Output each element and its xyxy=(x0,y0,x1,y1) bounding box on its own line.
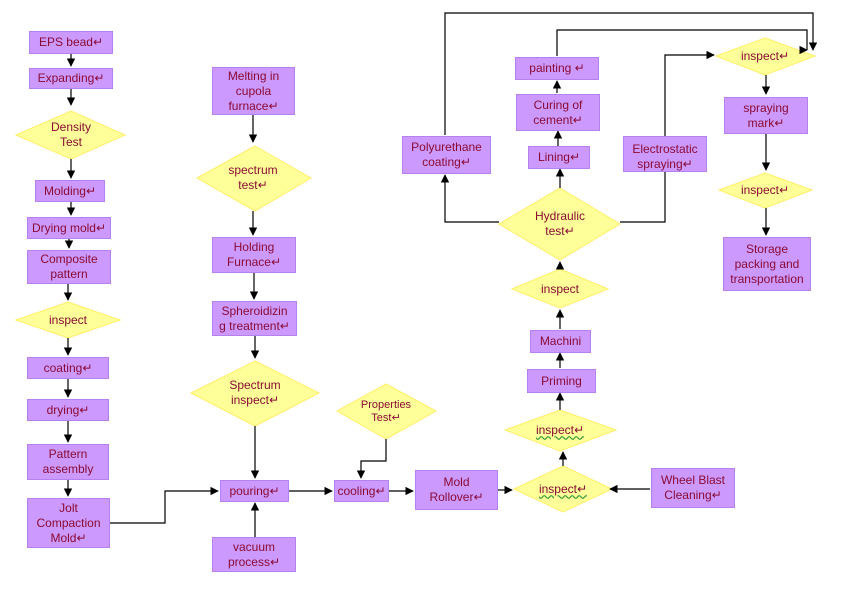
painting-label: painting ↵ xyxy=(529,61,585,75)
drying-label: drying↵ xyxy=(46,402,90,417)
expanding-label: Expanding↵ xyxy=(37,71,105,85)
polyurethane-label: Polyurethane coating↵ xyxy=(411,140,482,169)
coating-box: coating↵ xyxy=(27,357,109,379)
jolt-compaction-box: Jolt Compaction Mold↵ xyxy=(27,498,110,548)
pattern-assembly-box: Pattern assembly xyxy=(27,444,109,480)
holding-furnace-label: Holding Furnace↵ xyxy=(226,240,282,269)
inspect-top-right-label: inspect↵ xyxy=(725,48,805,64)
lining-label: Lining↵ xyxy=(537,150,581,164)
inspect-upper-diamond xyxy=(503,409,618,452)
inspect-bottom-text: inspect↵ xyxy=(538,481,588,496)
inspect-mid-label: inspect xyxy=(520,281,600,297)
priming-box: Priming xyxy=(527,369,596,393)
spectrum-inspect-text: Spectrum inspect↵ xyxy=(229,378,281,407)
composite-pattern-label: Composite pattern xyxy=(40,252,98,281)
painting-box: painting ↵ xyxy=(515,57,599,80)
spheroidizing-box: Spheroidizin g treatment↵ xyxy=(212,301,297,336)
inspect-right-label: inspect↵ xyxy=(725,182,805,198)
wheel-blast-label: Wheel Blast Cleaning↵ xyxy=(660,473,726,502)
properties-test-label: Properties Test↵ xyxy=(350,398,422,426)
inspect-bottom-label: inspect↵ xyxy=(523,481,603,497)
molding-label: Molding↵ xyxy=(43,183,97,198)
jolt-compaction-label: Jolt Compaction Mold↵ xyxy=(36,500,101,545)
eps-bead-label: EPS bead↵ xyxy=(38,35,104,49)
composite-pattern-box: Composite pattern xyxy=(27,250,111,284)
curing-box: Curing of cement↵ xyxy=(516,94,600,131)
holding-furnace-box: Holding Furnace↵ xyxy=(212,237,296,273)
inspect-mid-diamond xyxy=(510,268,610,309)
electrostatic-label: Electrostatic spraying↵ xyxy=(632,142,698,171)
inspect-right-text: inspect↵ xyxy=(740,182,790,197)
density-test-text: Density Test xyxy=(50,120,91,149)
decision-diamonds xyxy=(14,37,817,513)
spraying-mark-label: spraying mark↵ xyxy=(743,100,789,130)
wheel-blast-box: Wheel Blast Cleaning↵ xyxy=(651,468,735,508)
lining-box: Lining↵ xyxy=(528,146,590,169)
inspect-right-diamond xyxy=(717,172,814,209)
spectrum-test-text: spectrum test↵ xyxy=(228,163,278,192)
inspect-left-label: inspect xyxy=(28,312,108,328)
pattern-assembly-label: Pattern assembly xyxy=(42,447,94,476)
polyurethane-box: Polyurethane coating↵ xyxy=(402,136,491,174)
electrostatic-box: Electrostatic spraying↵ xyxy=(623,136,707,172)
density-test-label: Density Test xyxy=(31,118,111,152)
melting-label: Melting in cupola furnace↵ xyxy=(227,68,280,113)
inspect-upper-label: inspect↵ xyxy=(520,422,600,438)
inspect-upper-text: inspect↵ xyxy=(535,422,585,437)
connectors xyxy=(63,12,818,537)
inspect-top-right-diamond xyxy=(714,37,817,76)
drying-box: drying↵ xyxy=(27,399,109,421)
hydraulic-test-diamond xyxy=(498,187,621,261)
inspect-top-right-text: inspect↵ xyxy=(740,48,790,63)
spectrum-test-label: spectrum test↵ xyxy=(213,161,293,195)
mold-rollover-box: Mold Rollover↵ xyxy=(415,470,498,510)
drying-mold-box: Drying mold↵ xyxy=(27,217,111,239)
machining-label: Machini xyxy=(539,334,582,348)
spectrum-inspect-label: Spectrum inspect↵ xyxy=(213,376,297,410)
hydraulic-test-label: Hydraulic test↵ xyxy=(518,207,602,241)
inspect-mid-text: inspect xyxy=(540,281,580,296)
pouring-box: pouring↵ xyxy=(220,480,289,502)
hydraulic-test-text: Hydraulic test↵ xyxy=(534,209,585,238)
cooling-box: cooling↵ xyxy=(334,480,389,502)
machining-box: Machini xyxy=(530,330,591,353)
spheroidizing-label: Spheroidizin g treatment↵ xyxy=(219,303,290,333)
properties-test-text: Properties Test↵ xyxy=(360,399,412,424)
molding-box: Molding↵ xyxy=(35,180,105,202)
vacuum-process-box: vacuum process↵ xyxy=(212,537,296,572)
storage-label: Storage packing and transportation xyxy=(730,241,804,286)
expanding-box: Expanding↵ xyxy=(29,68,113,89)
mold-rollover-label: Mold Rollover↵ xyxy=(429,475,484,504)
storage-box: Storage packing and transportation xyxy=(723,237,811,291)
spraying-mark-box: spraying mark↵ xyxy=(724,97,808,134)
pouring-label: pouring↵ xyxy=(229,483,280,498)
curing-label: Curing of cement↵ xyxy=(533,97,583,127)
inspect-bottom-diamond xyxy=(512,465,614,513)
spectrum-test-diamond xyxy=(195,145,312,212)
drying-mold-label: Drying mold↵ xyxy=(31,220,107,235)
melting-box: Melting in cupola furnace↵ xyxy=(212,67,295,115)
cooling-label: cooling↵ xyxy=(337,483,386,498)
vacuum-process-label: vacuum process↵ xyxy=(227,539,281,569)
inspect-left-text: inspect xyxy=(48,312,88,327)
coating-label: coating↵ xyxy=(43,360,93,375)
priming-label: Priming xyxy=(541,373,582,388)
eps-bead-box: EPS bead↵ xyxy=(29,31,113,54)
